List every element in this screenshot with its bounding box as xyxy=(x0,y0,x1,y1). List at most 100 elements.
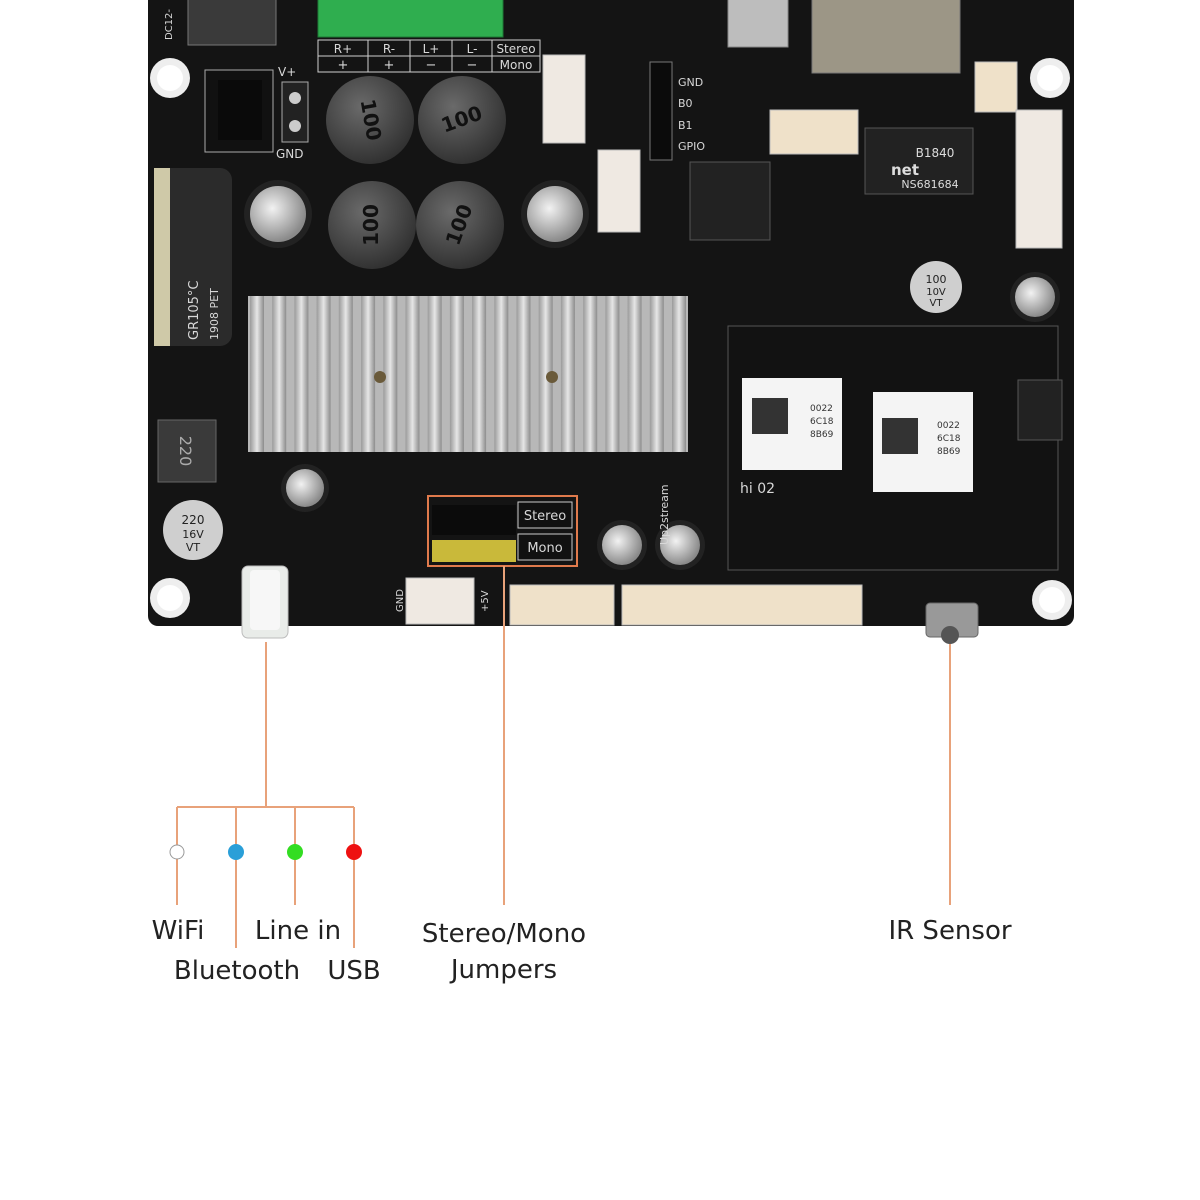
heatsink xyxy=(248,296,688,452)
heatsink-fin xyxy=(472,296,487,452)
heatsink-fin xyxy=(338,296,353,452)
terminal-sign-2: + xyxy=(384,58,395,73)
ir-sensor xyxy=(925,602,979,644)
net-chip-line1: B1840 xyxy=(916,146,955,160)
jumper-headers xyxy=(432,505,516,562)
rgb-led xyxy=(241,565,289,639)
cap-top-4 xyxy=(281,464,329,512)
heatsink-fin xyxy=(449,296,464,452)
jumper-mono-label: Mono xyxy=(527,541,562,556)
header-pin-b0: B0 xyxy=(678,97,693,110)
up2stream-label: Up2stream xyxy=(658,484,671,545)
main-ic xyxy=(689,161,771,241)
terminal-block xyxy=(317,0,504,38)
module-code-a2: 6C18 xyxy=(810,417,834,427)
connector-top-4 xyxy=(974,61,1018,113)
cap-tiny-vt: VT xyxy=(930,298,944,309)
plus5v-label: +5V xyxy=(480,590,491,612)
jumper-highlight xyxy=(427,495,578,567)
cap-small-volt: 16V xyxy=(182,528,204,541)
led-dot-bluetooth xyxy=(228,844,244,860)
heatsink-fin xyxy=(605,296,620,452)
ethernet-port xyxy=(811,0,961,74)
inductor-1: 100 xyxy=(326,76,414,164)
module-code-a3: 8B69 xyxy=(810,430,834,440)
led-dot-wifi xyxy=(169,844,185,860)
terminal-label-rminus: R- xyxy=(383,42,395,56)
terminal-stereo-label: Stereo xyxy=(496,42,535,56)
jumper-stereo-label: Stereo xyxy=(524,509,566,524)
led-dot-line-in xyxy=(287,844,303,860)
jumper-mono-box xyxy=(517,533,573,561)
cap-top-5 xyxy=(597,520,647,570)
net-chip-line3: NS681684 xyxy=(901,178,958,191)
net-chip-line2: net xyxy=(891,161,919,179)
heatsink-fin xyxy=(627,296,642,452)
small-inductor xyxy=(157,419,217,483)
cap-small-value: 220 xyxy=(182,513,205,527)
header-pin-gnd: GND xyxy=(678,76,703,89)
connector-top-3 xyxy=(769,109,859,155)
heatsink-fin xyxy=(560,296,575,452)
callout-lines xyxy=(176,566,951,948)
heatsink-fin xyxy=(294,296,309,452)
inductor-3: 100 xyxy=(328,181,416,269)
terminal-label-lplus: L+ xyxy=(423,42,440,56)
connector-top-1 xyxy=(542,54,586,144)
terminal-sign-4: − xyxy=(467,58,478,73)
terminal-label-rplus: R+ xyxy=(334,42,352,56)
cap-top-3 xyxy=(1010,272,1060,322)
inductor-3-value: 100 xyxy=(359,204,383,246)
large-capacitor: GR105°C 1908 PET xyxy=(154,168,232,346)
heatsink-fin xyxy=(583,296,598,452)
label-jumpers-line1: Stereo/Mono xyxy=(421,919,587,949)
cap-tiny-value: 100 xyxy=(926,273,947,286)
connector-5v xyxy=(405,577,475,625)
heatsink-fin xyxy=(272,296,287,452)
label-bluetooth: Bluetooth xyxy=(173,956,301,986)
heatsink-fin xyxy=(250,296,264,452)
gnd-left-label: GND xyxy=(276,147,304,161)
heatsink-fin xyxy=(405,296,420,452)
cap-tiny-volt: 10V xyxy=(926,287,946,298)
heatsink-fin xyxy=(383,296,398,452)
terminal-mono-label: Mono xyxy=(500,58,533,72)
label-ir-sensor: IR Sensor xyxy=(888,916,1012,946)
cap-top-1 xyxy=(244,180,312,248)
heatsink-fin xyxy=(649,296,664,452)
dc-jack xyxy=(187,0,277,46)
connector-bottom-1 xyxy=(509,584,615,626)
cap-top-6 xyxy=(655,520,705,570)
module-code-b2: 6C18 xyxy=(937,434,961,444)
module-code-b3: 8B69 xyxy=(937,447,961,457)
inductor-4: 100 xyxy=(416,181,504,269)
header-pin-b1: B1 xyxy=(678,119,693,132)
header-pin-gpio: GPIO xyxy=(678,140,705,153)
connector-right xyxy=(1015,109,1063,249)
cap-large-text: GR105°C xyxy=(187,281,202,341)
label-line-in: Line in xyxy=(254,916,342,946)
cap-220uf: 220 16V VT xyxy=(163,500,223,560)
wifi-module: 0022 6C18 8B69 0022 6C18 8B69 hi 02 xyxy=(727,325,1063,571)
cap-100uf: 100 10V VT xyxy=(910,261,962,313)
jumper-stereo-box xyxy=(517,501,573,529)
module-mark: hi 02 xyxy=(740,481,775,497)
cap-small-vt: VT xyxy=(186,541,201,554)
heatsink-screw xyxy=(546,371,558,383)
label-jumpers-line2: Jumpers xyxy=(450,955,558,985)
switch-pads xyxy=(281,81,309,143)
vplus-label: V+ xyxy=(278,65,296,79)
terminal-silk-box xyxy=(317,39,541,73)
heatsink-fin xyxy=(516,296,531,452)
network-chip: B1840 net NS681684 xyxy=(864,127,974,195)
heatsink-fin xyxy=(316,296,331,452)
heatsink-fin xyxy=(538,296,553,452)
heatsink-fin xyxy=(361,296,376,452)
label-wifi: WiFi xyxy=(151,916,205,946)
heatsink-fin xyxy=(672,296,686,452)
heatsink-screw xyxy=(374,371,386,383)
heatsink-fin xyxy=(494,296,509,452)
inductor-2: 100 xyxy=(418,76,506,164)
module-code-b1: 0022 xyxy=(937,421,960,431)
